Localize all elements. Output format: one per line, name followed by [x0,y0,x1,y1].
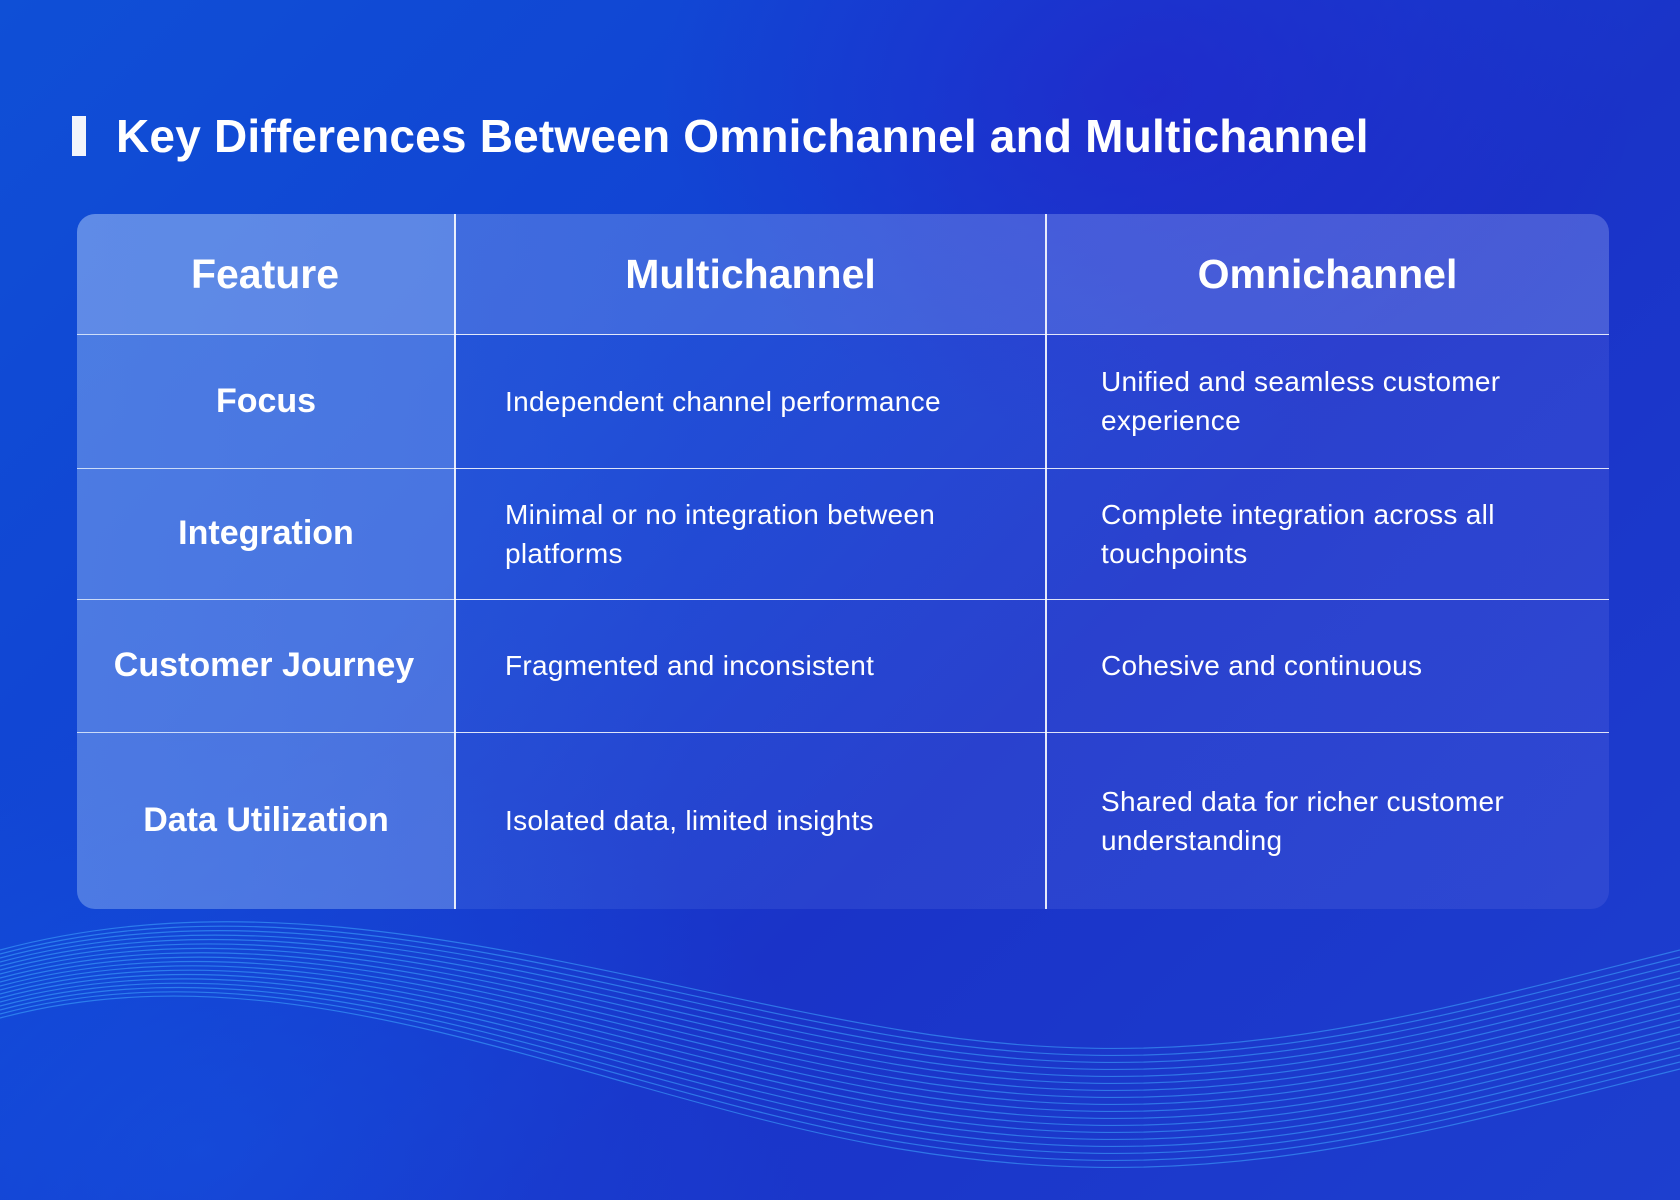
omnichannel-cell: Unified and seamless customer experience [1046,334,1609,468]
title-row: Key Differences Between Omnichannel and … [72,108,1369,164]
wave-line [0,930,1680,1063]
wave-line [0,947,1680,1091]
wave-line [0,995,1680,1168]
title-accent-bar [72,116,86,156]
column-divider [1045,214,1047,909]
wave-line [0,991,1680,1161]
omnichannel-cell: Shared data for richer customer understa… [1046,732,1609,909]
wave-line [0,986,1680,1154]
multichannel-cell: Fragmented and inconsistent [455,599,1046,732]
table-row: Customer Journey Fragmented and inconsis… [77,599,1609,733]
multichannel-value: Isolated data, limited insights [505,805,874,836]
table-row: Focus Independent channel performance Un… [77,334,1609,469]
table-row: Integration Minimal or no integration be… [77,468,1609,600]
decorative-wave-lines [0,921,1680,1168]
omnichannel-value: Unified and seamless customer experience [1101,366,1501,436]
multichannel-cell: Minimal or no integration between platfo… [455,468,1046,599]
feature-label: Customer Journey [113,646,415,684]
omnichannel-value: Complete integration across all touchpoi… [1101,498,1495,569]
header-cell-feature: Feature [77,214,455,334]
feature-cell: Customer Journey [77,599,455,732]
wave-line [0,938,1680,1077]
wave-line [0,921,1680,1049]
wave-line [0,965,1680,1119]
omnichannel-cell: Cohesive and continuous [1046,599,1609,732]
wave-line [0,934,1680,1070]
feature-cell: Data Utilization [77,732,455,909]
omnichannel-value: Cohesive and continuous [1101,650,1423,681]
wave-line [0,969,1680,1126]
multichannel-value: Minimal or no integration between platfo… [505,498,936,569]
wave-line [0,956,1680,1105]
table-header-row: Feature Multichannel Omnichannel [77,214,1609,335]
header-feature-label: Feature [190,250,340,297]
header-multichannel-label: Multichannel [625,250,876,297]
feature-cell: Focus [77,334,455,468]
wave-line [0,974,1680,1133]
header-omnichannel-label: Omnichannel [1197,250,1458,297]
wave-line [0,943,1680,1084]
column-divider [454,214,456,909]
multichannel-value: Independent channel performance [505,385,941,417]
table-row: Data Utilization Isolated data, limited … [77,732,1609,909]
comparison-table: Feature Multichannel Omnichannel Focus I… [77,214,1609,909]
feature-label: Focus [215,381,317,420]
wave-line [0,960,1680,1112]
multichannel-cell: Independent channel performance [455,334,1046,468]
feature-label: Data Utilization [143,801,389,839]
page-title: Key Differences Between Omnichannel and … [116,110,1369,162]
header-cell-omnichannel: Omnichannel [1046,214,1609,334]
wave-line [0,925,1680,1056]
multichannel-value: Fragmented and inconsistent [505,650,875,681]
header-cell-multichannel: Multichannel [455,214,1046,334]
wave-line [0,982,1680,1147]
omnichannel-cell: Complete integration across all touchpoi… [1046,468,1609,599]
wave-line [0,952,1680,1098]
feature-cell: Integration [77,468,455,599]
wave-line [0,978,1680,1140]
feature-label: Integration [178,514,354,552]
multichannel-cell: Isolated data, limited insights [455,732,1046,909]
omnichannel-value: Shared data for richer customer understa… [1101,785,1505,856]
